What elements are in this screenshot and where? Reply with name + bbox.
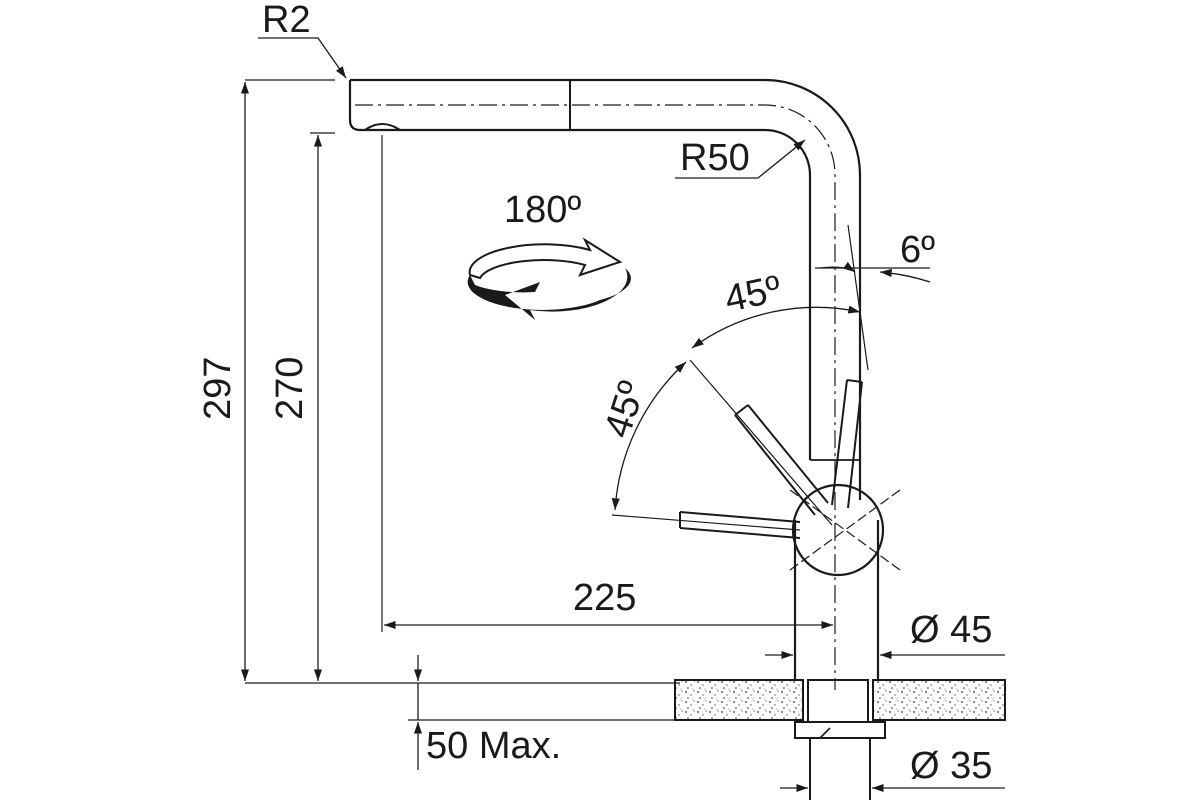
angle-45-lower-label: 45º	[597, 376, 654, 442]
lever-hub	[791, 483, 885, 577]
spout-centerline	[355, 104, 836, 690]
aerator	[364, 123, 401, 131]
lever-upright	[831, 379, 863, 509]
angle-45-upper-dimension	[691, 305, 861, 349]
r2-label: R2	[262, 0, 311, 41]
angle-45-upper-label: 45º	[721, 268, 785, 321]
dia-45-label: Ø 45	[910, 609, 992, 651]
angle-45-lower-dimension	[611, 361, 687, 511]
dia-35-label: Ø 35	[910, 745, 992, 787]
angle-6-dimension	[819, 261, 856, 273]
countertop	[674, 679, 1006, 721]
reach-225-label: 225	[573, 577, 636, 619]
swivel-rotation-icon	[467, 237, 631, 320]
r50-leader	[675, 139, 806, 179]
r2-leader	[258, 37, 347, 79]
angle-6-label: 6º	[900, 229, 935, 271]
height-270-label: 270	[269, 357, 311, 420]
faucet-body	[348, 78, 901, 800]
deck-max-label: 50 Max.	[426, 725, 561, 767]
swivel-angle-label: 180º	[504, 189, 581, 231]
height-297-label: 297	[197, 357, 239, 420]
dimension-lines	[240, 37, 1005, 793]
r50-label: R50	[680, 137, 750, 179]
lever-45-position	[734, 404, 829, 516]
